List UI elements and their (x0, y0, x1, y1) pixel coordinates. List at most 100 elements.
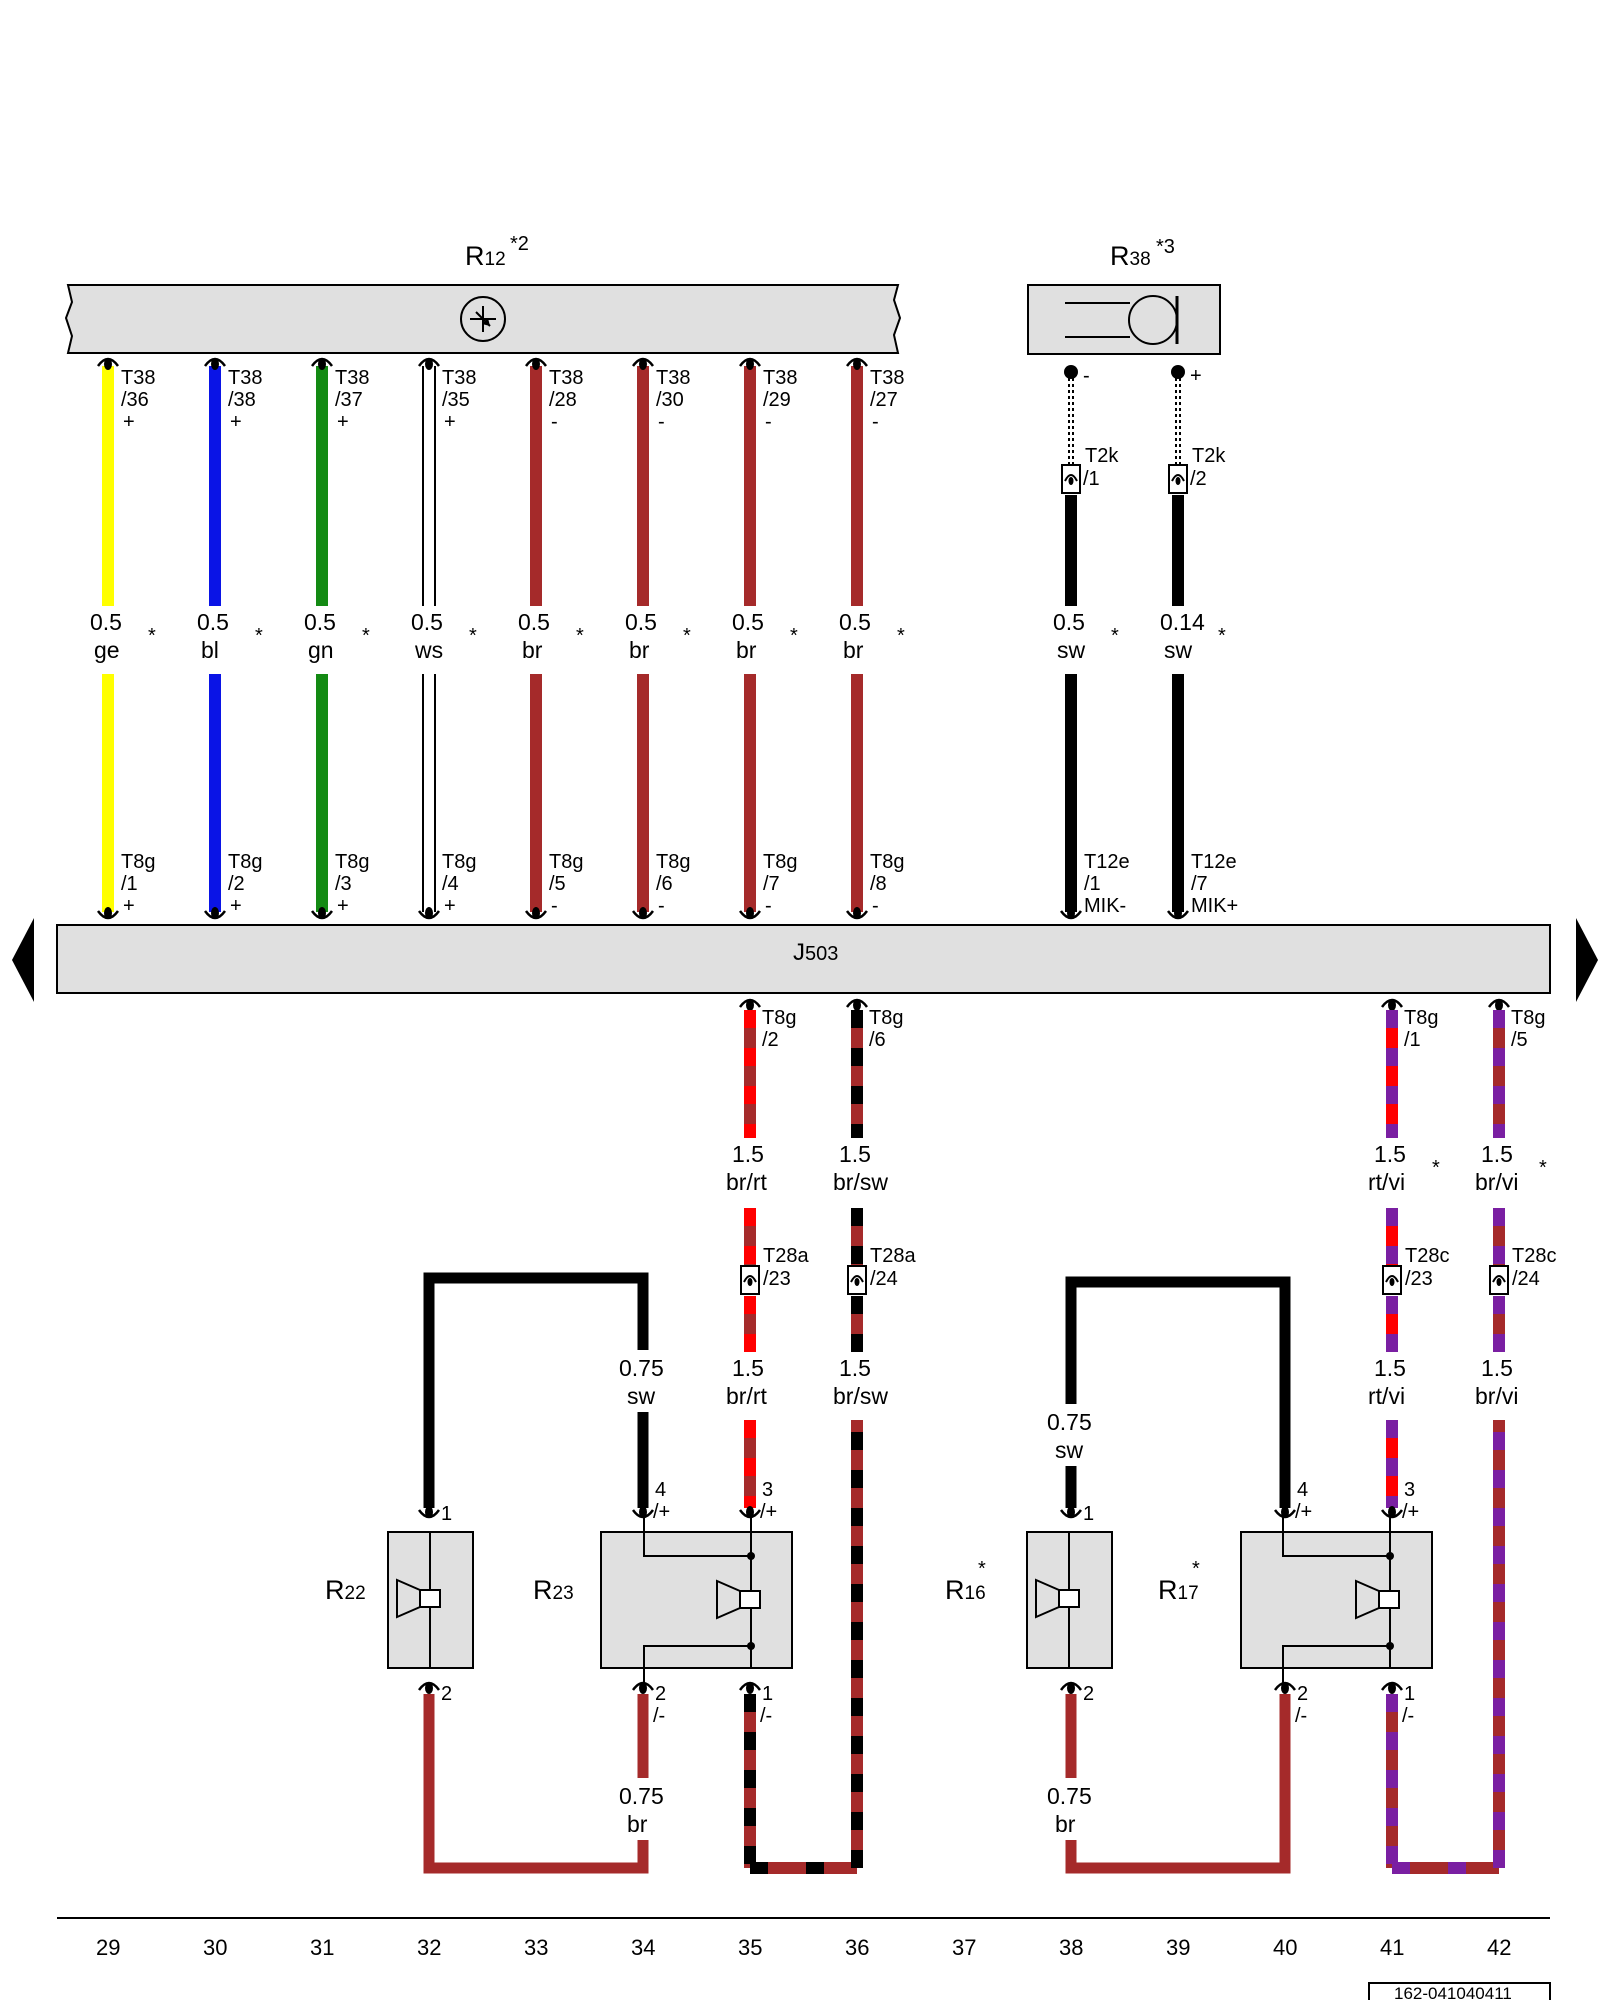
wire-label: /38 (228, 389, 256, 411)
wire-note: * (576, 625, 584, 647)
wire-label: + (230, 895, 242, 917)
wire-label: /- (760, 1705, 772, 1727)
wire-size: 0.5 (197, 609, 229, 635)
wire-label: /+ (760, 1501, 777, 1523)
speaker-r23: R23 (533, 1510, 793, 1690)
pin-connector (1273, 1681, 1297, 1694)
wire-label: /6 (656, 873, 673, 895)
pin-connector (738, 357, 762, 370)
page-left-arrow[interactable] (12, 918, 34, 1002)
column-number: 31 (310, 1935, 334, 1960)
wire-color-code: sw (1055, 1437, 1084, 1463)
j503-label: J503 (793, 939, 838, 966)
wire-col-36: T38/27-0.5br*T8g/8- (839, 357, 905, 920)
wire-label: /8 (870, 873, 887, 895)
wire-size: 1.5 (732, 1141, 764, 1167)
r38-label: R38 (1110, 241, 1151, 271)
r38-note: *3 (1156, 236, 1175, 258)
wire-label: - (1083, 365, 1090, 387)
wire-label: T8g (656, 851, 690, 873)
speaker-r17: R17 * (1158, 1510, 1433, 1690)
wire-label: /+ (653, 1501, 670, 1523)
wire-label: T8g (870, 851, 904, 873)
pin-connector (417, 357, 441, 370)
wire-label: T12e (1084, 851, 1130, 873)
pin-connector (1166, 907, 1190, 920)
wire-label: 2 (1083, 1683, 1094, 1705)
pin-connector (203, 357, 227, 370)
wire-label: /2 (228, 873, 245, 895)
speaker-wire-col-41: T8g/11.5rt/vi*T28c/231.5rt/vi (1368, 998, 1449, 1409)
column-number: 29 (96, 1935, 120, 1960)
pin-connector (417, 907, 441, 920)
pin-connector (845, 907, 869, 920)
wire-label: T28a (870, 1245, 916, 1267)
column-number: 41 (1380, 1935, 1404, 1960)
wire-label: T38 (870, 367, 904, 389)
wire-label: 1 (441, 1503, 452, 1525)
speaker-icon (1355, 1579, 1400, 1620)
svg-text:*: * (978, 1558, 986, 1580)
wire-col-33: T38/28-0.5br*T8g/5- (518, 357, 584, 920)
wire-label: /23 (1405, 1268, 1433, 1290)
wire-size: 0.5 (518, 609, 550, 635)
wire-label: T8g (442, 851, 476, 873)
pin-connector (1380, 998, 1404, 1011)
wire-label: T8g (549, 851, 583, 873)
wire-note: * (1432, 1157, 1440, 1179)
column-number: 37 (952, 1935, 976, 1960)
page-right-arrow[interactable] (1576, 918, 1598, 1002)
pin-connector (738, 1681, 762, 1694)
wire-label: /7 (1191, 873, 1208, 895)
wire-label: /24 (870, 1268, 898, 1290)
pin-connector (524, 907, 548, 920)
wire-label: /- (653, 1705, 665, 1727)
wire-label: T38 (121, 367, 155, 389)
wire-label: /1 (1404, 1029, 1421, 1051)
pin-connector (1273, 1506, 1297, 1519)
wire-label: /5 (1511, 1029, 1528, 1051)
pin-connector (845, 998, 869, 1011)
wire-label: 3 (762, 1479, 773, 1501)
wire-color-code: br/vi (1475, 1169, 1518, 1195)
wire-size: 0.5 (732, 609, 764, 635)
speaker-wire-group: T8g/21.5br/rtT28a/231.5br/rtT8g/61.5br/s… (417, 998, 1556, 1874)
wire-color-code: sw (1164, 637, 1193, 663)
wire-size: 1.5 (732, 1355, 764, 1381)
wire-label: - (765, 411, 772, 433)
wire-label: /7 (763, 873, 780, 895)
wire-label: - (658, 411, 665, 433)
wire-size: 1.5 (839, 1355, 871, 1381)
wire-color-code: ge (94, 637, 120, 663)
wire-col-35: T38/29-0.5br*T8g/7- (732, 357, 798, 920)
wire-note: * (897, 625, 905, 647)
wire-label: T28c (1405, 1245, 1449, 1267)
wire-color-code: rt/vi (1368, 1169, 1405, 1195)
wire-label: /2 (762, 1029, 779, 1051)
wire-label: T38 (656, 367, 690, 389)
wire-label: /6 (869, 1029, 886, 1051)
wire-color-code: br (522, 637, 543, 663)
wire-label: T8g (1404, 1007, 1438, 1029)
wire-label: /1 (1083, 468, 1100, 490)
wire-size: 1.5 (1481, 1355, 1513, 1381)
wire-color-code: br (629, 637, 650, 663)
wire-label: 4 (655, 1479, 666, 1501)
wire-note: * (1539, 1157, 1547, 1179)
pin-connector (1059, 1681, 1083, 1694)
speaker-icon (1035, 1578, 1080, 1619)
wire-color-code: br/vi (1475, 1383, 1518, 1409)
inline-connector (740, 1265, 760, 1295)
pin-connector (96, 907, 120, 920)
wire-color-code: br/rt (726, 1383, 768, 1409)
wire-label: /3 (335, 873, 352, 895)
wire-size: 0.5 (411, 609, 443, 635)
pin-connector (310, 357, 334, 370)
wire-label: T2k (1085, 445, 1119, 467)
wire-color-code: br (627, 1811, 648, 1837)
wire-size: 0.5 (839, 609, 871, 635)
wire-size: 1.5 (1374, 1355, 1406, 1381)
